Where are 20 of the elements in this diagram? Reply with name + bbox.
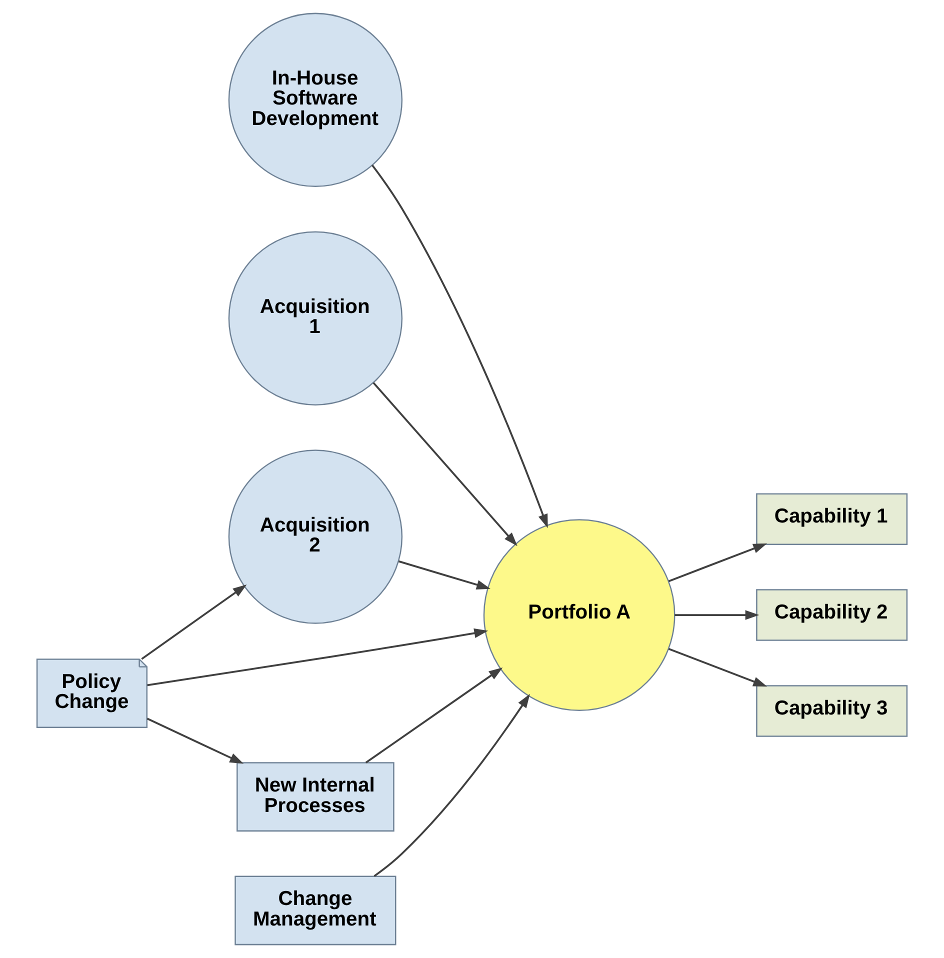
node-circle: In-House Software Development [228,12,403,188]
arrow [668,543,768,582]
node-box: Capability 2 [756,589,908,641]
node-box: New Internal Processes [236,762,394,832]
arrow [668,648,768,687]
node-circle: Portfolio A [483,519,676,711]
arrow [374,694,530,877]
arrow [398,560,490,590]
arrow [674,610,760,620]
arrow [365,667,503,764]
node-box: Change Management [234,876,396,946]
node-box: Capability 3 [756,685,908,737]
arrow [372,382,518,546]
arrow [372,164,548,528]
arrow [146,718,244,764]
node-circle: Acquisition 1 [228,231,403,406]
arrow [147,628,488,686]
node-box: Capability 1 [756,493,908,545]
arrow [141,584,247,660]
node-circle: Acquisition 2 [228,450,403,624]
